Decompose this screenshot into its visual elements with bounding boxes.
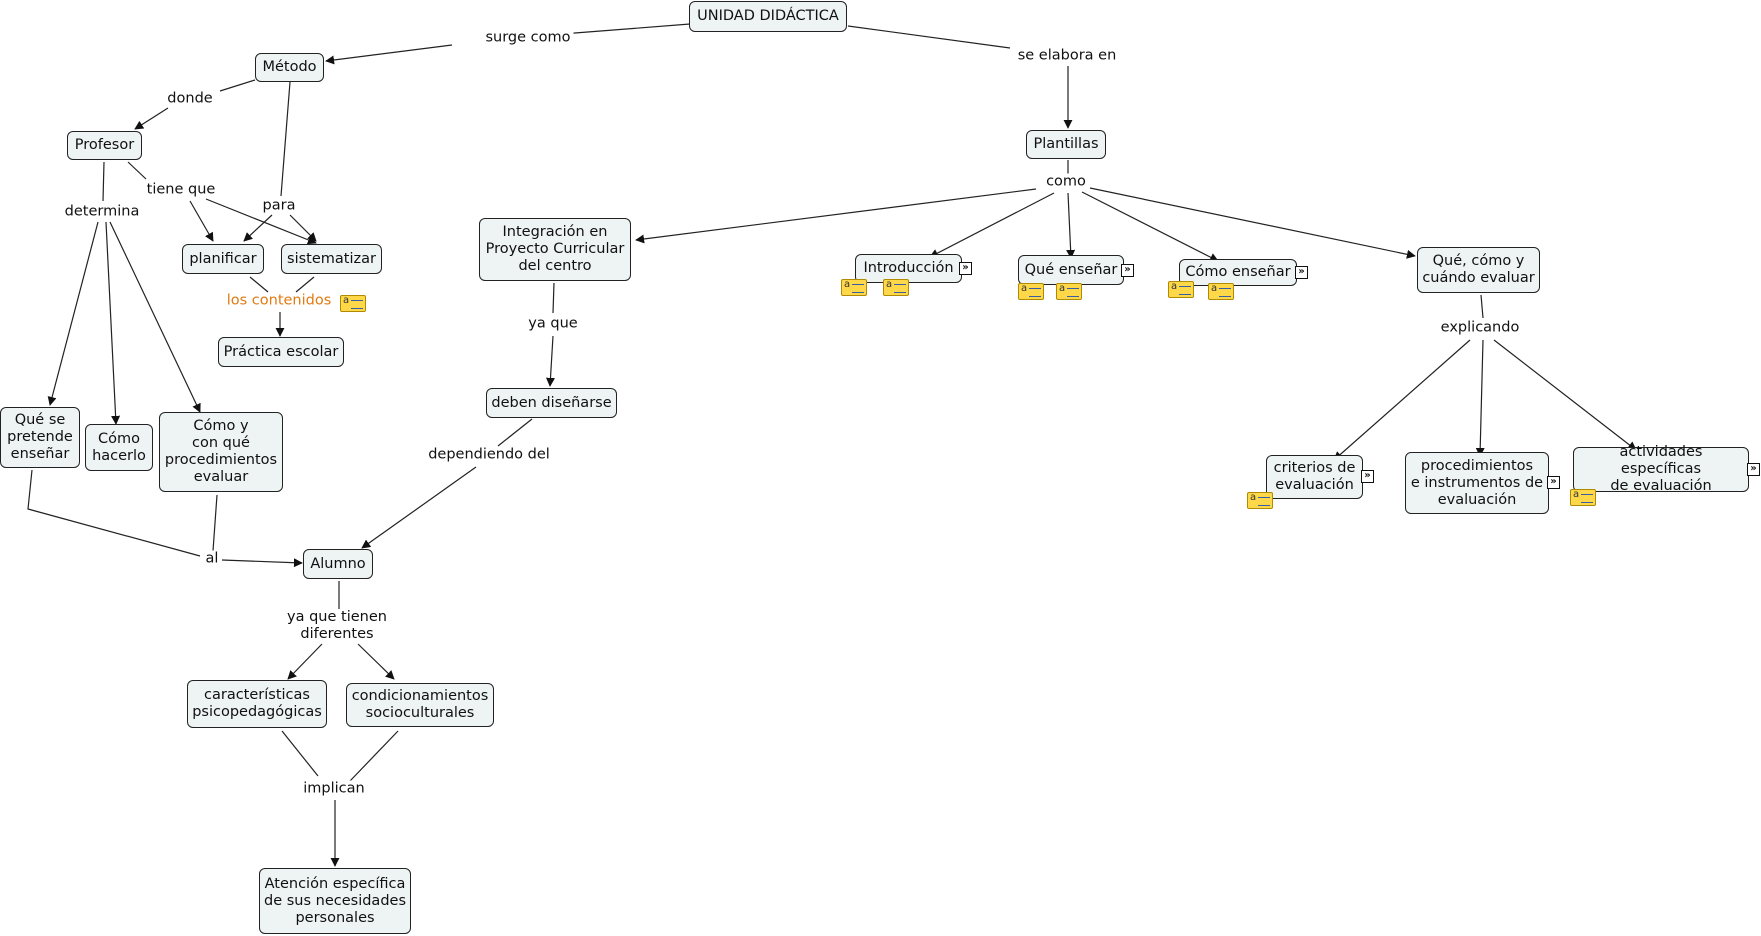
link-como: como [1043,173,1089,191]
concept-como-ensenar[interactable]: Cómo enseñar [1179,259,1297,286]
expand-submap-icon[interactable]: » [1747,463,1760,476]
annotation-note-icon[interactable] [1208,283,1234,300]
annotation-note-icon[interactable] [1168,281,1194,298]
annotation-note-icon[interactable] [841,279,867,296]
concept-procedimientos-instrumentos[interactable]: procedimientos e instrumentos de evaluac… [1405,452,1549,514]
link-donde: donde [164,90,216,108]
concept-criterios-evaluacion[interactable]: criterios de evaluación [1266,455,1363,499]
concept-sistematizar[interactable]: sistematizar [281,244,382,274]
concept-que-se-pretende-ensenar[interactable]: Qué se pretende enseñar [0,407,80,468]
concept-condicionamientos-socioculturales[interactable]: condicionamientos socioculturales [346,683,494,727]
link-dependiendo-del: dependiendo del [425,446,553,464]
annotation-note-icon[interactable] [1056,283,1082,300]
expand-submap-icon[interactable]: » [1121,264,1134,277]
concept-actividades-especificas[interactable]: actividades específicas de evaluación [1573,444,1749,494]
concept-que-como-cuando-evaluar[interactable]: Qué, cómo y cuándo evaluar [1417,247,1540,293]
expand-submap-icon[interactable]: » [1361,470,1374,483]
annotation-note-icon[interactable] [1570,489,1596,506]
annotation-note-icon[interactable] [340,295,366,312]
concept-como-hacerlo[interactable]: Cómo hacerlo [85,424,153,471]
concept-caracteristicas-psicopedagogicas[interactable]: características psicopedagógicas [187,680,327,728]
expand-submap-icon[interactable]: » [1295,266,1308,279]
concept-como-procedimientos-evaluar[interactable]: Cómo y con qué procedimientos evaluar [159,412,283,492]
concept-alumno[interactable]: Alumno [303,549,373,579]
link-los-contenidos: los contenidos [223,292,335,310]
link-se-elabora-en: se elabora en [1014,47,1120,65]
expand-submap-icon[interactable]: » [1547,476,1560,489]
link-ya-que-tienen-diferentes: ya que tienen diferentes [284,609,390,643]
link-determina: determina [61,203,143,221]
link-ya-que: ya que [525,315,581,333]
annotation-note-icon[interactable] [1018,283,1044,300]
concept-practica-escolar[interactable]: Práctica escolar [218,337,344,367]
concept-deben-disenarse[interactable]: deben diseñarse [486,388,617,418]
link-tiene-que: tiene que [143,181,219,199]
annotation-note-icon[interactable] [1247,492,1273,509]
link-surge-como: surge como [482,29,574,47]
concept-metodo[interactable]: Método [255,53,324,82]
concept-planificar[interactable]: planificar [182,244,264,274]
concept-profesor[interactable]: Profesor [67,131,142,160]
expand-submap-icon[interactable]: » [959,262,972,275]
link-al: al [202,550,222,568]
annotation-note-icon[interactable] [883,279,909,296]
concept-integracion-proyecto-curricular[interactable]: Integración en Proyecto Curricular del c… [479,218,631,281]
concept-atencion-especifica[interactable]: Atención específica de sus necesidades p… [259,868,411,934]
link-para: para [259,197,299,215]
concept-plantillas[interactable]: Plantillas [1026,130,1106,159]
link-explicando: explicando [1437,319,1523,337]
concept-unidad-didactica[interactable]: UNIDAD DIDÁCTICA [689,1,847,32]
concept-que-ensenar[interactable]: Qué enseñar [1018,255,1124,285]
link-implican: implican [300,780,368,798]
concept-introduccion[interactable]: Introducción [855,254,962,283]
